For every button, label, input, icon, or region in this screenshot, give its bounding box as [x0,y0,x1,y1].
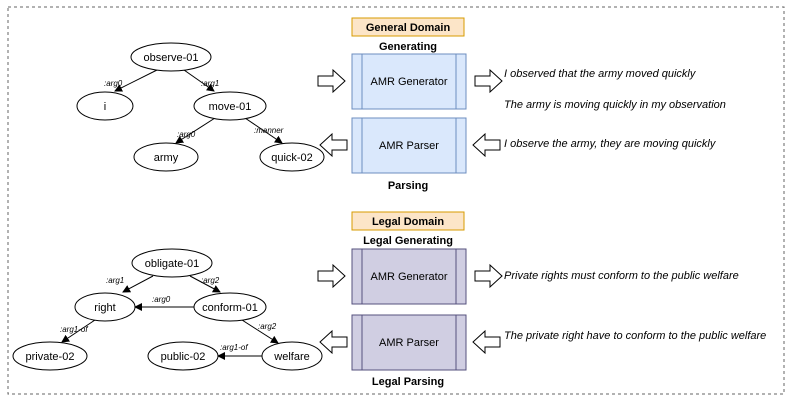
arrow-out-general-parser-icon [319,132,348,158]
node-public-02 [147,341,219,371]
legal-amr-graph: :arg1 :arg2 :arg0 :arg1-of :arg2 :arg1-o… [12,248,323,371]
legal-generating-label: Legal Generating [363,235,453,247]
edge-label-arg0: :arg0 [152,295,171,304]
node-quick-02-label: quick-02 [271,152,313,164]
node-obligate-01 [131,248,213,278]
edge-label-manner: :manner [254,126,284,135]
legal-domain-section: Legal Domain Legal Generating AMR Genera… [12,211,766,388]
arrow-into-general-parser-icon [472,132,501,158]
general-sentence-1: I observed that the army moved quickly [504,68,697,80]
legal-amr-generator-box: AMR Generator [351,248,467,305]
general-amr-graph: :arg0 :arg1 :arg0 :manner observe-01 i m… [76,42,325,172]
node-conform-01-label: conform-01 [202,302,258,314]
edge-label-arg1: :arg1 [201,79,219,88]
general-sentence-2: The army is moving quickly in my observa… [504,99,726,111]
node-observe-01-label: observe-01 [143,52,198,64]
parsing-label: Parsing [388,180,428,192]
node-welfare-label: welfare [273,351,309,363]
legal-domain-badge [351,211,465,231]
arrow-into-general-generator-icon [317,68,346,94]
general-domain-badge [351,17,465,37]
node-army-label: army [154,152,179,164]
node-move-01-label: move-01 [209,101,252,113]
legal-parsing-label: Legal Parsing [372,376,444,388]
node-army [133,142,199,172]
general-amr-parser-label: AMR Parser [379,140,439,152]
legal-amr-generator-label: AMR Generator [370,271,447,283]
general-amr-parser-box: AMR Parser [351,117,467,174]
legal-sentence-2: The private right have to conform to the… [504,330,766,342]
node-conform-01 [193,292,267,322]
legal-domain-label: Legal Domain [372,216,444,228]
arrow-out-legal-generator-icon [474,263,503,289]
node-public-02-label: public-02 [161,351,206,363]
outer-dashed-border [7,6,785,395]
node-private-02-label: private-02 [26,351,75,363]
node-welfare [261,341,323,371]
legal-amr-parser-label: AMR Parser [379,337,439,349]
node-i-label: i [104,101,106,113]
arrow-out-general-generator-icon [474,68,503,94]
arrow-into-legal-parser-icon [472,329,501,355]
general-sentence-3: I observe the army, they are moving quic… [504,138,717,150]
general-amr-generator-label: AMR Generator [370,76,447,88]
general-domain-section: General Domain Generating AMR Generator … [76,17,726,192]
node-observe-01 [130,42,212,72]
node-obligate-01-label: obligate-01 [145,258,199,270]
legal-sentence-1: Private rights must conform to the publi… [504,270,739,282]
edge-label-arg1: :arg1 [106,276,124,285]
node-right [74,292,136,322]
edge-label-arg2: :arg2 [201,276,220,285]
edge-label-arg1-of-private: :arg1-of [60,325,88,334]
node-private-02 [12,341,88,371]
node-right-label: right [94,302,115,314]
edge-label-arg2-welfare: :arg2 [258,322,277,331]
edge-label-arg1-of-public: :arg1-of [220,343,248,352]
legal-amr-parser-box: AMR Parser [351,314,467,371]
generating-label: Generating [379,41,437,53]
arrow-out-legal-parser-icon [319,329,348,355]
node-move-01 [193,91,267,121]
general-amr-generator-box: AMR Generator [351,53,467,110]
edge-label-arg0-move: :arg0 [177,130,196,139]
arrow-into-legal-generator-icon [317,263,346,289]
edge-label-arg0: :arg0 [104,79,123,88]
node-i [76,91,134,121]
general-domain-label: General Domain [366,22,451,34]
node-quick-02 [259,142,325,172]
